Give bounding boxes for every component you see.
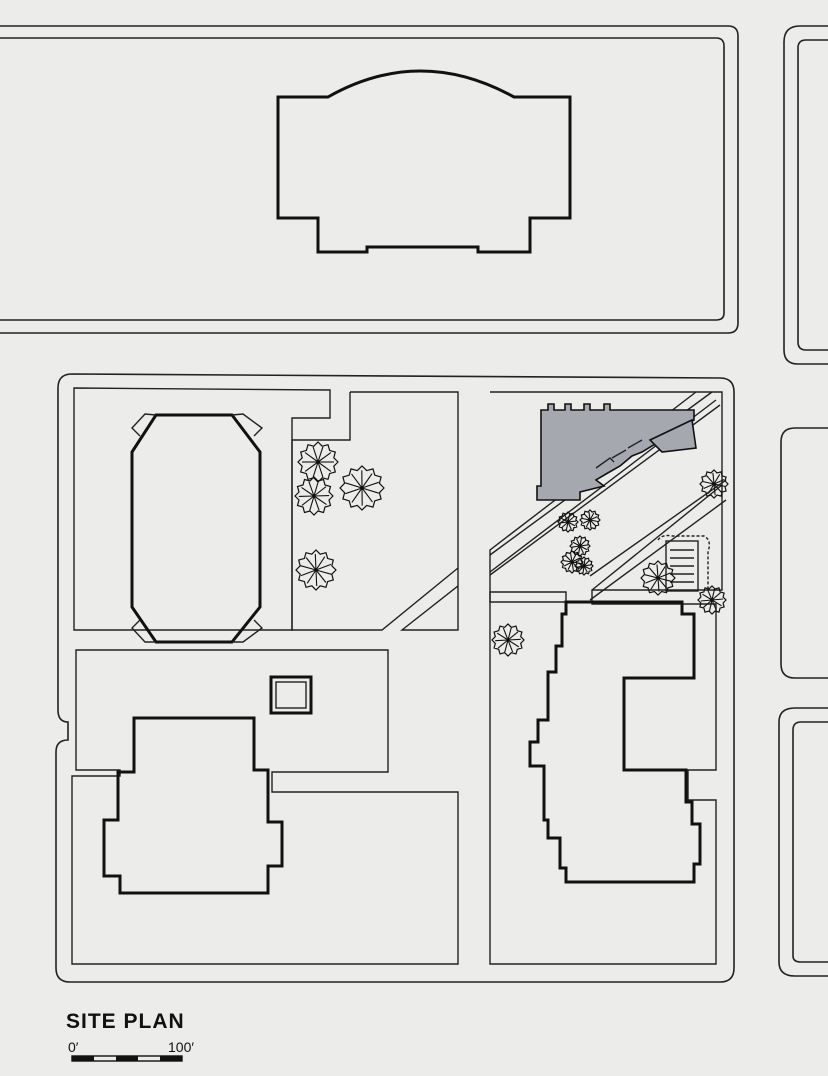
southwest-building-outline [102, 716, 284, 895]
highlighted-building [536, 403, 695, 501]
scale-bar [71, 1055, 183, 1062]
stadium-corner-marks [131, 413, 264, 643]
tree-icon [640, 560, 676, 596]
tree-icon [297, 441, 339, 483]
scale-start-label: 0′ [68, 1039, 79, 1055]
tree-icon [557, 511, 579, 533]
tree-icon [560, 550, 584, 574]
main-block-boundary [55, 373, 735, 983]
east-blocks [778, 25, 828, 977]
southeast-building-outline [528, 600, 702, 884]
trees-group [294, 441, 729, 657]
small-square-structure [269, 675, 313, 715]
tree-icon [295, 549, 337, 591]
tree-icon [579, 509, 601, 531]
tree-icon [697, 585, 727, 615]
tree-icon [569, 535, 591, 557]
scale-end-label: 100′ [168, 1039, 194, 1055]
building-walkway-marks [595, 439, 643, 469]
park-lot [291, 391, 459, 631]
highlighted-building-wing [648, 418, 697, 453]
tree-icon [574, 556, 594, 576]
lower-left-lot [71, 649, 459, 965]
tree-icon [491, 623, 525, 657]
stair-structure [657, 534, 711, 592]
north-block [0, 25, 739, 334]
small-square-inner [275, 681, 307, 709]
tree-icon [294, 476, 334, 516]
upper-left-lot [73, 387, 331, 631]
tree-icon [699, 469, 729, 499]
tree-icon [339, 465, 385, 511]
north-building-outline [276, 69, 572, 254]
site-plan-title: SITE PLAN [66, 1010, 185, 1033]
